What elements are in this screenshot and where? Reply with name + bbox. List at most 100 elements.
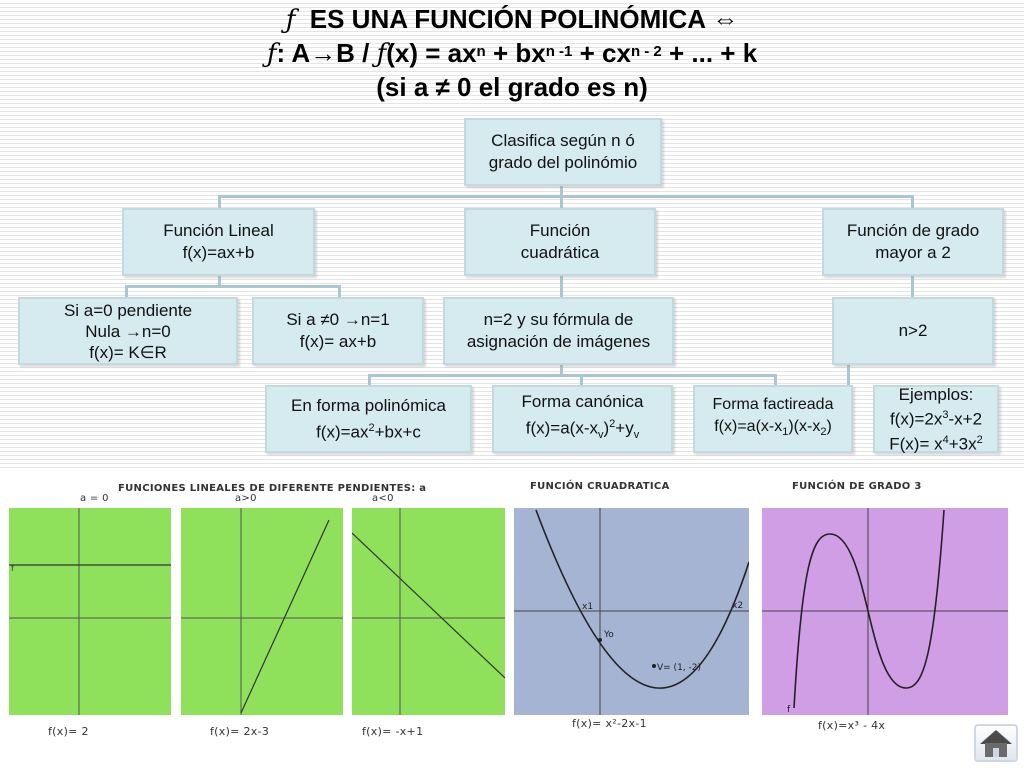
title-part: + ... + k [661,38,758,68]
connector [560,186,563,196]
box-text: +3x [948,434,977,454]
box-text: Si a=0 pendiente [63,300,193,320]
a-no-cero-box: Si a ≠0 →n=1 f(x)= ax+b [252,297,424,365]
title-line-3: (si a ≠ 0 el grado es n) [376,72,648,102]
connector [218,195,221,208]
polinomica-box: En forma polinómica f(x)=ax2+bx+c [265,385,472,453]
box-text: Forma canónica [521,392,644,412]
exponent: 2 [609,418,616,431]
title-line-1: ƒ ES UNA FUNCIÓN POLINÓMICA ⇔ [0,4,1024,36]
connector [560,276,563,297]
box-text: n>2 [898,321,928,340]
box-text: En forma polinómica [291,395,446,415]
box-text: F(x)= x [889,434,943,454]
connector [338,285,341,297]
box-text: Clasifica según n ó [491,131,635,150]
plot-linear-negative [352,508,505,715]
formula-2: f(x)= 2x-3 [210,725,270,738]
grado3-header: FUNCIÓN DE GRADO 3 [792,481,922,492]
annot-f: f [787,705,791,715]
box-text: Forma factireada [712,396,834,414]
svg-text:f: f [11,564,14,573]
function-symbol: ƒ [376,39,387,69]
plot-svg: f [762,508,1008,715]
connector [847,364,850,385]
plot-svg [181,508,343,715]
connector [218,195,913,198]
plot-svg: f [9,508,171,715]
home-button[interactable] [974,724,1018,762]
n2-box: n=2 y su fórmula de asignación de imágene… [443,297,674,365]
box-text: f(x)=2x [889,409,943,429]
cuadratica-box: Función cuadrática [464,208,656,276]
connector [125,285,340,288]
annot-vertex: V= (1, -2) [657,663,701,673]
cuadratica-header: FUNCIÓN CRUADRATICA [530,481,670,492]
box-text: +bx+c [374,422,421,442]
exponent: n -1 [545,43,573,60]
connector [368,374,776,377]
annot-yo: Yo [603,630,614,640]
mayor-box: Función de grado mayor a 2 [822,208,1004,276]
home-icon [980,730,1012,757]
box-text: f(x)=ax [316,422,369,442]
box-text: f(x)= ax+b [299,332,377,351]
exponent: 2 [368,421,375,434]
box-text: Función Lineal [163,221,274,240]
box-text: asignación de imágenes [466,332,651,351]
box-text: cuadrática [520,243,600,262]
connector [560,365,563,376]
title-line-2: ƒ: A→B / ƒ(x) = axn + bxn -1 + cxn - 2 +… [0,38,1024,70]
box-text: n=2 y su fórmula de [483,310,634,329]
formula-4: f(x)= x²-2x-1 [572,717,647,730]
title-part: + cx [572,38,631,68]
box-text: f(x)=a(x-x [714,418,783,436]
function-symbol: ƒ [266,39,277,69]
formula-3: f(x)= -x+1 [362,725,424,738]
box-text: Función [529,221,591,240]
formula-1: f(x)= 2 [48,725,89,738]
annot-x2: x2 [732,601,743,611]
exponent: 4 [942,433,949,446]
title-line-1-text: ES UNA FUNCIÓN POLINÓMICA ⇔ [309,4,739,34]
plot-cubic: f [762,508,1008,715]
box-text: ) [826,418,832,436]
box-text: )(x-x [788,418,821,436]
lineales-header: FUNCIONES LINEALES DE DIFERENTE PENDIENT… [118,483,427,494]
box-text: grado del polinómio [488,153,638,172]
arrow-symbol: → [310,38,337,68]
plot-svg [352,508,505,715]
title-part: : A [276,38,311,68]
label-aneg: a<0 [372,493,394,504]
box-text: f(x)=a(x-x [525,419,598,439]
plot-quadratic: x1 x2 Yo V= (1, -2) [514,508,749,715]
connector [580,374,583,385]
annot-x1: x1 [582,602,593,612]
title-part: B / [336,38,377,68]
box-text: Si a ≠0 →n=1 [286,310,390,329]
box-text: mayor a 2 [875,243,951,262]
exponent: 3 [942,408,949,421]
subscript: 2 [820,426,827,439]
connector [218,276,221,286]
box-text: Nula →n=0 [85,321,171,341]
box-text: Función de grado [846,221,980,240]
box-text: -x+2 [948,409,983,429]
connector [774,374,777,385]
plot-linear-positive [181,508,343,715]
n-mayor-box: n>2 [832,297,994,365]
label-apos: a>0 [235,493,257,504]
connector [368,374,371,385]
box-text: Ejemplos: [898,384,974,404]
root-box: Clasifica según n ó grado del polinómio [464,118,662,186]
function-symbol: ƒ [285,5,296,35]
connector [125,285,128,297]
box-text: f(x)=ax+b [182,243,255,262]
plot-linear-zero: f [9,508,171,715]
box-text: +y [615,419,634,439]
connector [911,195,914,208]
